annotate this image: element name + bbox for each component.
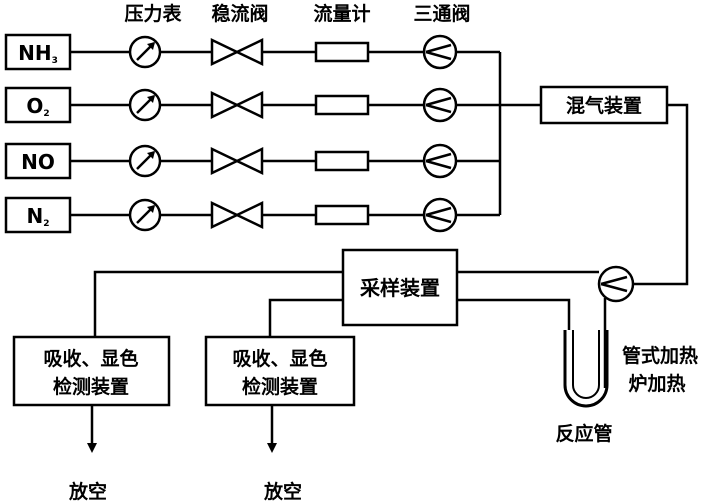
- left-detector-line1: 吸收、显色: [43, 347, 138, 370]
- flowmeter-icon: [314, 150, 370, 172]
- gauge-needle-tip: [147, 205, 155, 213]
- gas-row-2: O2: [4, 86, 500, 124]
- reaction-tube-outer: [563, 330, 609, 408]
- right-detector-box: [204, 335, 356, 407]
- gas-formula: NO: [21, 150, 55, 174]
- label-flowmeter: 流量计: [313, 2, 370, 25]
- gauge-needle-tip: [147, 151, 155, 159]
- three-way-valve-icon: [422, 197, 458, 233]
- three-way-valve-icon: [422, 87, 458, 123]
- valve-icon: [210, 201, 264, 229]
- valve-icon: [210, 91, 264, 119]
- left-vent-label: 放空: [68, 480, 107, 503]
- gas-label: NO: [21, 150, 55, 174]
- furnace-label-line2: 炉加热: [628, 372, 685, 395]
- gas-box: [4, 142, 72, 180]
- gas-subscript: 2: [43, 109, 49, 119]
- valve-arm-lower: [425, 159, 452, 170]
- sampler-to-left-detector-line: [93, 270, 343, 337]
- mixer-box: [539, 85, 669, 125]
- sampler-label: 采样装置: [360, 276, 440, 300]
- flowmeter-icon: [314, 94, 370, 116]
- flowmeter-icon: [314, 41, 370, 63]
- gas-row-1: NH3: [4, 33, 500, 71]
- reaction-tube-label: 反应管: [555, 422, 612, 445]
- gas-row-4: N2: [4, 196, 500, 234]
- gas-label: N2: [26, 204, 49, 229]
- right-vent-label: 放空: [263, 480, 302, 503]
- label-stabilizing-valve: 稳流阀: [211, 2, 268, 25]
- tube-three-way-valve: [597, 265, 635, 303]
- gas-box: [4, 86, 72, 124]
- valve-icon: [210, 38, 264, 66]
- valve-arm-upper: [425, 43, 452, 54]
- furnace-label-line1: 管式加热: [622, 344, 698, 367]
- gas-subscript: 2: [43, 219, 49, 229]
- valve-icon: [210, 147, 264, 175]
- valve-arm-upper: [425, 96, 452, 107]
- label-pressure-gauge: 压力表: [124, 2, 182, 25]
- right-detector-line2: 检测装置: [242, 375, 318, 398]
- valve-arm-upper: [425, 152, 452, 163]
- valve-arm-upper: [425, 206, 452, 217]
- three-way-valve-icon: [422, 143, 458, 179]
- gas-box: [4, 196, 72, 234]
- gas-label: O2: [26, 94, 49, 119]
- sampler-to-right-detector-line: [268, 298, 343, 337]
- gas-subscript: 3: [52, 56, 58, 66]
- gas-row-3: NO: [4, 142, 500, 180]
- flowmeter-icon: [314, 204, 370, 226]
- sampler-box: [341, 248, 459, 327]
- label-three-way-valve: 三通阀: [413, 2, 470, 25]
- valve-arm-lower: [425, 103, 452, 114]
- gas-formula: NH: [18, 41, 51, 65]
- three-way-valve-icon: [422, 34, 458, 70]
- right-detector-line1: 吸收、显色: [232, 347, 327, 370]
- gas-formula: O: [26, 94, 43, 118]
- gauge-needle-tip: [147, 42, 155, 50]
- gauge-needle-tip: [147, 95, 155, 103]
- mixer-label: 混气装置: [566, 94, 642, 117]
- gas-label: NH3: [18, 41, 58, 66]
- valve-arm-lower: [425, 50, 452, 61]
- reaction-tube-inner: [572, 330, 600, 399]
- sampler-to-tube-line: [457, 298, 571, 330]
- gas-formula: N: [26, 204, 43, 228]
- valve-arm-lower: [425, 213, 452, 224]
- mixer-outlet-line: [633, 103, 689, 286]
- left-detector-line2: 检测装置: [53, 375, 129, 398]
- gas-box: [4, 33, 72, 71]
